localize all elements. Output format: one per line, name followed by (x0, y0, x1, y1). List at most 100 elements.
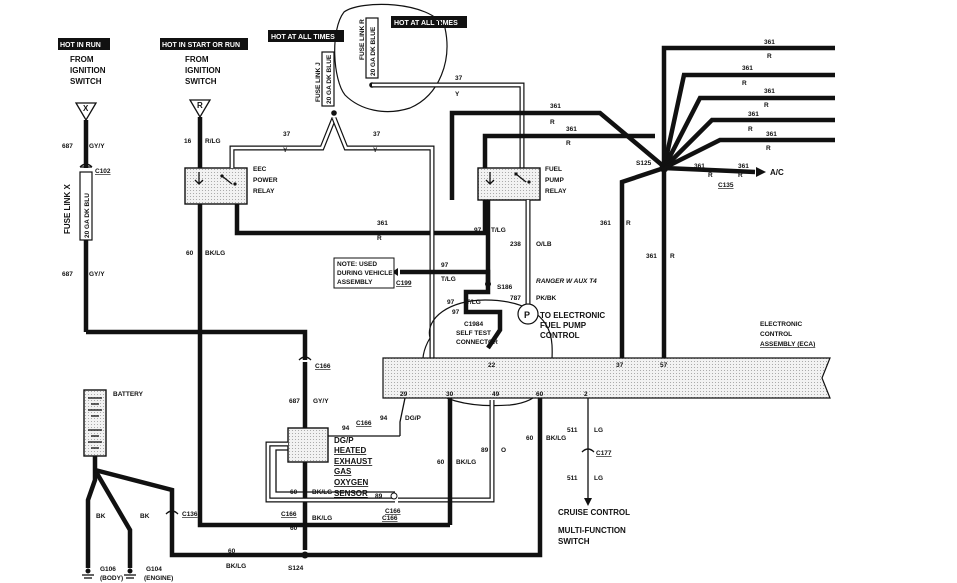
wire-60-left (197, 204, 305, 528)
hego-line4: GAS (334, 467, 352, 476)
wire-238-num: 238 (510, 241, 521, 248)
fuse-link-r (365, 17, 379, 79)
wire-361c-num: 361 (550, 103, 561, 110)
hot-start-run-box (160, 38, 248, 50)
eec-power-relay (184, 167, 248, 205)
x-terminal-label: X (83, 104, 89, 113)
hot-in-run-label: HOT IN RUN (60, 42, 101, 49)
wire-37c-num: 37 (455, 75, 463, 82)
v361-2: 361 (646, 253, 657, 260)
w60d-num: 60 (437, 459, 445, 466)
annotation-circle-top (334, 3, 448, 113)
fuse-link-j-gauge: 20 GA DK BLUE (326, 54, 333, 104)
v361-1: 361 (600, 220, 611, 227)
hot-all-times-label-2: HOT AT ALL TIMES (394, 20, 458, 27)
wire-37a-color: Y (283, 147, 288, 154)
w89-color: O (501, 447, 506, 454)
wire-37c-color: Y (455, 91, 460, 98)
w94b-num: 94 (380, 415, 388, 422)
fan-361-2: 361 (742, 65, 753, 72)
eca-module (382, 357, 831, 399)
eec-relay-line3: RELAY (253, 188, 275, 195)
to-pump-line1: TO ELECTRONIC (540, 311, 605, 320)
self-test-line1: SELF TEST (456, 330, 491, 337)
wire-687b-color: GY/Y (89, 271, 105, 278)
wire-97-self-test (463, 284, 503, 350)
wire-238-color: O/LB (536, 241, 552, 248)
c166c-label: C166 (281, 511, 297, 518)
hot-in-run-box (58, 38, 110, 50)
note-line2: DURING VEHICLE (337, 270, 393, 277)
c166a-label: C166 (315, 363, 331, 370)
wire-687b-num: 687 (62, 271, 73, 278)
note-line3: ASSEMBLY (337, 279, 373, 286)
c136-label: C136 (182, 511, 198, 518)
to-pump-line3: CONTROL (540, 331, 580, 340)
wire-37b-color: Y (373, 147, 378, 154)
from-ignition-1-line1: FROM (70, 55, 94, 64)
v361-1c: R (626, 220, 631, 227)
wire-687-horizontal (86, 329, 308, 360)
from-ignition-1-line3: SWITCH (70, 77, 102, 86)
note-box (333, 257, 395, 289)
w94b-color: DG/P (405, 415, 422, 422)
pin-29: 29 (400, 391, 408, 398)
cruise-label: CRUISE CONTROL (558, 508, 630, 517)
w60c-color: BK/LG (312, 515, 332, 522)
wire-687-num: 687 (62, 143, 73, 150)
pin-30: 30 (446, 391, 454, 398)
fan-r-3: R (764, 102, 769, 109)
bk-2: BK (140, 513, 150, 520)
ac-361-num: 361 (694, 163, 705, 170)
wire-37a-num: 37 (283, 131, 291, 138)
from-ignition-2-line3: SWITCH (185, 77, 217, 86)
ac-r-2: R (738, 172, 743, 179)
wire-361-relay (234, 200, 488, 236)
s125-label: S125 (636, 160, 652, 167)
c177-label: C177 (596, 450, 612, 457)
fan-r-4: R (748, 126, 753, 133)
eca-line3: ASSEMBLY (ECA) (760, 341, 815, 348)
battery-label: BATTERY (113, 391, 144, 398)
ranger-note: RANGER W AUX T4 (536, 278, 597, 285)
ac-r: R (708, 172, 713, 179)
fan-361-4: 361 (748, 111, 759, 118)
wire-16-color: R/LG (205, 138, 221, 145)
eca-line1: ELECTRONIC (760, 321, 803, 328)
wire-787-color: PK/BK (536, 295, 557, 302)
hot-start-run-label: HOT IN START OR RUN (162, 42, 240, 49)
pin-57: 57 (660, 362, 668, 369)
hego-line1: DG/P (334, 436, 354, 445)
w687c-color: GY/Y (313, 398, 329, 405)
g106-label: G106 (100, 566, 116, 573)
hego-line5: OXYGEN (334, 478, 368, 487)
s124-label: S124 (288, 565, 304, 572)
c166d-label: C166 (385, 508, 401, 515)
from-ignition-1-line2: IGNITION (70, 66, 106, 75)
r-terminal-triangle (188, 99, 212, 119)
w89-num: 89 (481, 447, 489, 454)
c1984-label: C1984 (464, 321, 484, 328)
wire-60a-num: 60 (186, 250, 194, 257)
wire-787-num: 787 (510, 295, 521, 302)
mfs-line1: MULTI-FUNCTION (558, 526, 626, 535)
eec-relay-line2: POWER (253, 177, 278, 184)
heated-oxygen-sensor (287, 427, 329, 463)
wire-97c-num: 97 (447, 299, 455, 306)
wire-97d-num: 97 (452, 309, 460, 316)
fuel-relay-line1: FUEL (545, 166, 562, 173)
w60f-color: BK/LG (226, 563, 246, 570)
w511b-num: 511 (567, 475, 578, 482)
w60c-num: 60 (290, 525, 298, 532)
s186-label: S186 (497, 284, 513, 291)
fan-361-5: 361 (766, 131, 777, 138)
wire-97a-color: T/LG (491, 227, 506, 234)
mfs-line2: SWITCH (558, 537, 590, 546)
fan-r-5: R (766, 145, 771, 152)
fuel-pump-relay (477, 167, 541, 201)
wire-16-num: 16 (184, 138, 192, 145)
fan-r-2: R (742, 80, 747, 87)
c199-label: C199 (396, 280, 412, 287)
